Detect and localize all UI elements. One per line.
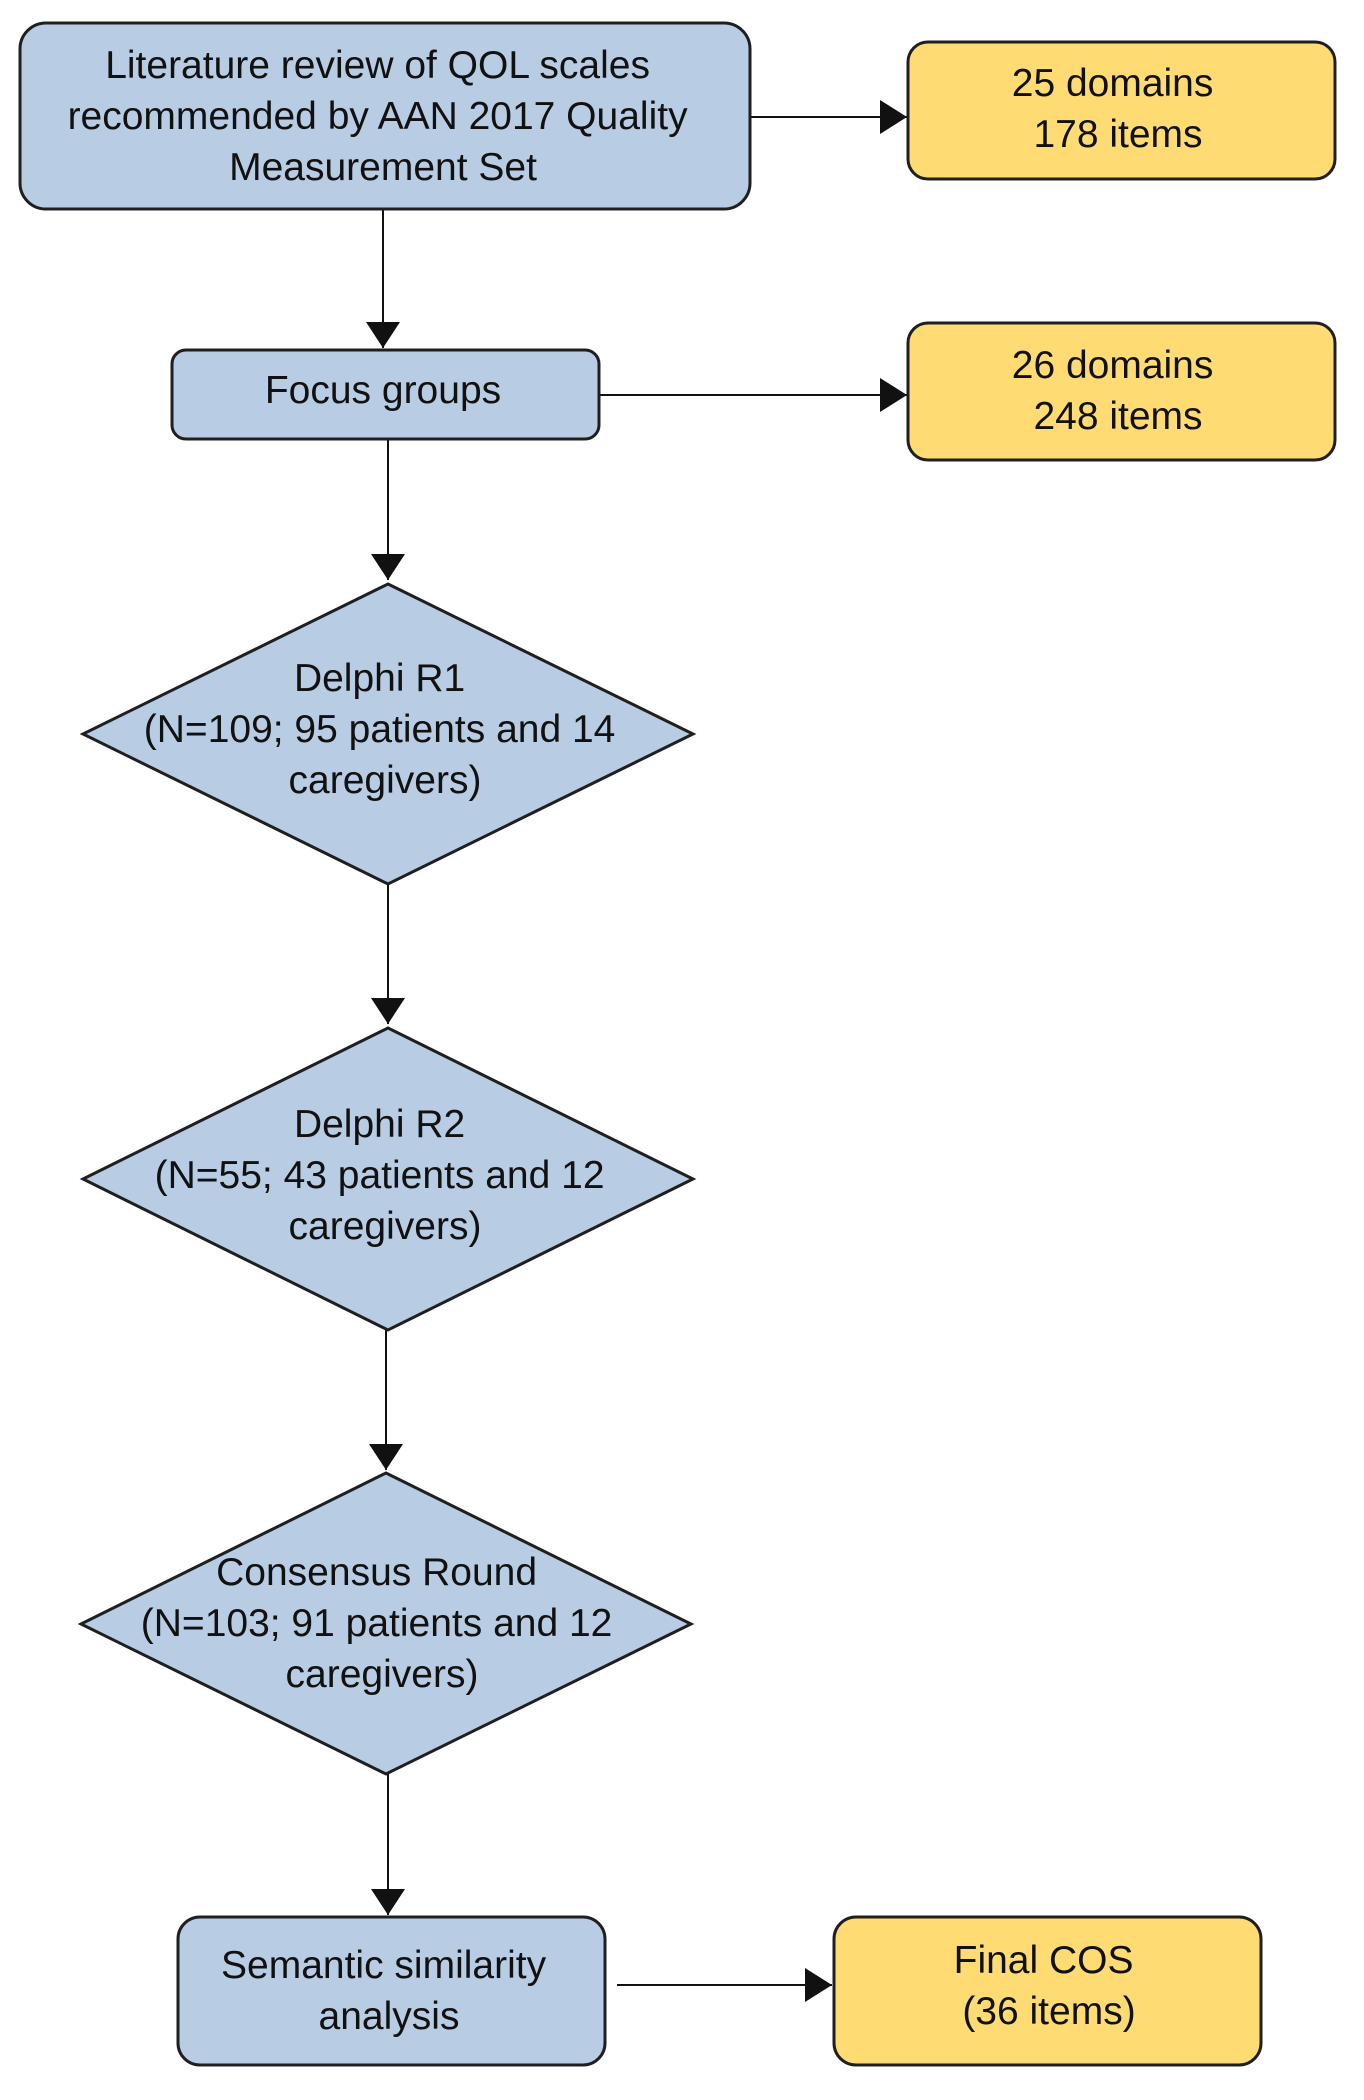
- svg-text:Focus groups: Focus groups: [265, 369, 501, 412]
- svg-text:Semantic similarity anal: Semantic similarity analysis: [221, 1944, 557, 2038]
- arrowhead-delphi-r1-to-delphi-r2: [371, 998, 405, 1024]
- svg-text:Literature review of QOL scale: Literature review of QOL scales recommen…: [68, 44, 699, 189]
- node-consensus-round: Consensus Round (N=103; 91 patients and …: [77, 1471, 695, 1776]
- node-result-focus-groups: 26 domains 248 items: [906, 321, 1337, 462]
- svg-text:Delphi R1 (N=109; 95 pat: Delphi R1 (N=109; 95 patients and 14 car…: [144, 657, 626, 802]
- semantic-similarity-line-2: analysis: [319, 1995, 460, 2038]
- node-semantic-similarity: Semantic similarity analysis: [176, 1915, 607, 2067]
- arrowhead-focus-to-delphi-r1: [371, 554, 405, 580]
- result-focus-groups-line-1: 26 domains: [1012, 344, 1214, 387]
- result-literature-line-2: 178 items: [1033, 113, 1202, 156]
- node-final-cos: Final COS (36 items): [832, 1915, 1263, 2067]
- node-focus-groups: Focus groups: [170, 348, 601, 441]
- connectors: [366, 100, 907, 2002]
- arrowhead-focus-to-result: [880, 378, 907, 412]
- delphi-r1-line-1: Delphi R1: [294, 657, 465, 700]
- svg-text:26 domains 248 items: 26 domains 248 items: [1012, 344, 1224, 438]
- final-cos-line-1: Final COS: [954, 1939, 1134, 1982]
- node-delphi-r1: Delphi R1 (N=109; 95 patients and 14 car…: [79, 582, 697, 886]
- delphi-r2-line-3: caregivers): [289, 1205, 482, 1248]
- final-cos-line-2: (36 items): [962, 1990, 1135, 2033]
- consensus-round-line-3: caregivers): [286, 1653, 479, 1696]
- consensus-round-line-2: (N=103; 91 patients and 12: [141, 1602, 613, 1645]
- delphi-r2-line-1: Delphi R2: [294, 1103, 465, 1146]
- semantic-similarity-line-1: Semantic similarity: [221, 1944, 547, 1987]
- result-focus-groups-line-2: 248 items: [1033, 395, 1202, 438]
- svg-text:25 domains 178 items: 25 domains 178 items: [1012, 62, 1224, 156]
- arrowhead-literature-to-focus: [366, 322, 400, 348]
- svg-text:Consensus Round (N=103;: Consensus Round (N=103; 91 patients and …: [141, 1551, 623, 1696]
- delphi-r2-line-2: (N=55; 43 patients and 12: [155, 1154, 605, 1197]
- arrowhead-consensus-to-semantic: [371, 1889, 405, 1915]
- literature-review-line-1: Literature review of QOL scales: [105, 44, 650, 87]
- delphi-r1-line-3: caregivers): [289, 759, 482, 802]
- literature-review-line-2: recommended by AAN 2017 Quality: [68, 95, 689, 138]
- svg-text:Delphi R2 (N=55; 43 pati: Delphi R2 (N=55; 43 patients and 12 care…: [155, 1103, 616, 1248]
- svg-text:Final COS (36 items): Final COS (36 items): [954, 1939, 1145, 2033]
- consensus-round-line-1: Consensus Round: [216, 1551, 537, 1594]
- literature-review-line-3: Measurement Set: [229, 146, 537, 189]
- focus-groups-line-1: Focus groups: [265, 369, 501, 412]
- node-delphi-r2: Delphi R2 (N=55; 43 patients and 12 care…: [79, 1026, 697, 1332]
- arrowhead-literature-to-result: [880, 100, 907, 134]
- delphi-r1-line-2: (N=109; 95 patients and 14: [144, 708, 616, 751]
- node-literature-review: Literature review of QOL scales recommen…: [18, 21, 752, 211]
- result-literature-line-1: 25 domains: [1012, 62, 1214, 105]
- arrowhead-semantic-to-final-cos: [805, 1968, 832, 2002]
- arrowhead-delphi-r2-to-consensus: [369, 1444, 403, 1470]
- node-result-literature: 25 domains 178 items: [906, 40, 1337, 181]
